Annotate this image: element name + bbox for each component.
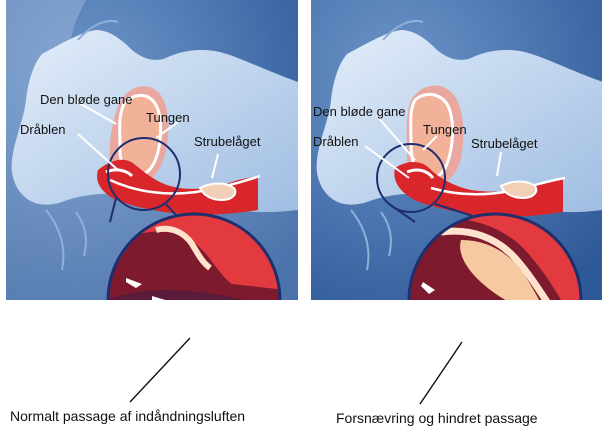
soft-palate-label: Den bløde gane — [313, 104, 406, 119]
uvula-label: Dråblen — [20, 122, 66, 137]
epiglottis-label: Strubelåget — [471, 136, 538, 151]
obstructed-airway-illustration: Den bløde gane Dråblen Tungen Strubelåge… — [311, 0, 602, 300]
tongue-label: Tungen — [146, 110, 190, 125]
normal-airflow-caption: Normalt passage af indåndningsluften — [10, 408, 245, 424]
soft-palate-label: Den bløde gane — [40, 92, 133, 107]
obstruction-caption: Forsnævring og hindret passage — [336, 410, 538, 426]
tongue-label: Tungen — [423, 122, 467, 137]
epiglottis-label: Strubelåget — [194, 134, 261, 149]
label-pointer-lines — [6, 0, 298, 300]
label-pointer-lines — [311, 0, 602, 300]
uvula-label: Dråblen — [313, 134, 359, 149]
normal-airway-illustration: Den bløde gane Dråblen Tungen Strubelåge… — [6, 0, 298, 300]
